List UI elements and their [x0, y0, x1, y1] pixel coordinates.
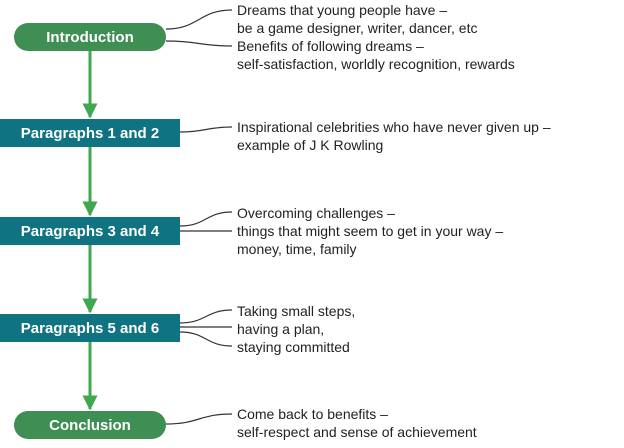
node-label: Introduction — [46, 28, 134, 46]
note-line: money, time, family — [237, 241, 357, 257]
note-paragraphs-3-4: Overcoming challenges – things that migh… — [237, 204, 503, 258]
note-paragraphs-1-2: Inspirational celebrities who have never… — [237, 118, 551, 154]
node-label: Conclusion — [49, 416, 131, 434]
note-conclusion: Come back to benefits – self-respect and… — [237, 405, 477, 441]
note-line: Come back to benefits – — [237, 406, 388, 422]
node-paragraphs-1-2: Paragraphs 1 and 2 — [0, 119, 180, 147]
node-label: Paragraphs 3 and 4 — [20, 222, 160, 240]
note-introduction: Dreams that young people have – be a gam… — [237, 1, 515, 73]
note-connector — [179, 309, 233, 324]
node-label: Paragraphs 5 and 6 — [20, 319, 160, 337]
note-connector — [165, 40, 233, 47]
note-connector — [165, 413, 233, 425]
note-line: self-satisfaction, worldly recognition, … — [237, 56, 515, 72]
note-line: Taking small steps, — [237, 303, 356, 319]
note-connectors — [165, 9, 233, 425]
note-line: things that might seem to get in your wa… — [237, 223, 504, 239]
note-line: Overcoming challenges – — [237, 205, 395, 221]
node-introduction: Introduction — [14, 23, 166, 51]
note-line: staying committed — [237, 339, 350, 355]
note-line: having a plan, — [237, 321, 325, 337]
note-connector — [165, 9, 233, 30]
note-line: Inspirational celebrities who have never… — [237, 119, 551, 135]
note-connector — [179, 211, 233, 227]
note-line: Benefits of following dreams – — [237, 38, 424, 54]
node-conclusion: Conclusion — [14, 411, 166, 439]
node-label: Paragraphs 1 and 2 — [20, 124, 160, 142]
note-line: Dreams that young people have – — [237, 2, 448, 18]
note-connector — [179, 126, 233, 133]
note-line: example of J K Rowling — [237, 137, 384, 153]
note-line: be a game designer, writer, dancer, etc — [237, 20, 478, 36]
node-paragraphs-3-4: Paragraphs 3 and 4 — [0, 217, 180, 245]
note-paragraphs-5-6: Taking small steps, having a plan, stayi… — [237, 302, 355, 356]
note-line: self-respect and sense of achievement — [237, 424, 477, 440]
note-connector — [179, 331, 233, 347]
node-paragraphs-5-6: Paragraphs 5 and 6 — [0, 314, 180, 342]
